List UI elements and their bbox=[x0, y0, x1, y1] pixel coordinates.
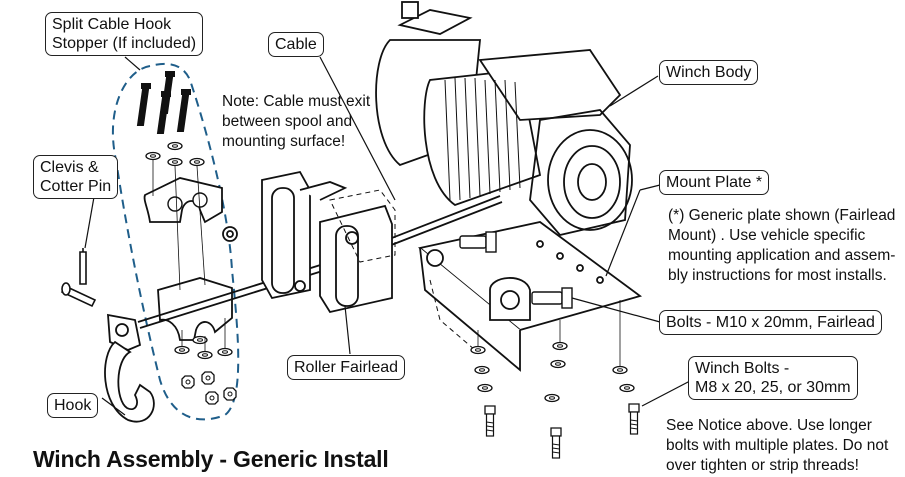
callout-label: Roller Fairlead bbox=[294, 359, 399, 376]
hook-callout: Hook bbox=[47, 393, 99, 418]
leader-lines bbox=[84, 56, 691, 416]
bolts-fairlead-callout: Bolts - M10 x 20mm, Fairlead bbox=[659, 310, 882, 335]
stopper-washers bbox=[145, 141, 205, 167]
roller-fairlead-callout: Roller Fairlead bbox=[287, 355, 406, 380]
note-line: bly instructions for most installs. bbox=[668, 267, 887, 284]
roller-fairlead-part bbox=[222, 170, 393, 314]
note-line: bolts with multiple plates. Do not bbox=[666, 437, 889, 454]
cable-callout: Cable bbox=[268, 32, 324, 57]
plate-dashed-outline bbox=[429, 279, 476, 351]
bolt-note: See Notice above. Use longer bolts with … bbox=[666, 416, 888, 476]
mount-plate-part bbox=[417, 221, 643, 372]
winch-bolts-callout: Winch Bolts - M8 x 20, 25, or 30mm bbox=[688, 356, 858, 400]
note-line: (*) Generic plate shown (Fairlead bbox=[668, 207, 896, 224]
callout-label: Cable bbox=[275, 36, 317, 53]
note-line: Note: Cable must exit bbox=[222, 93, 371, 110]
mount-plate-callout: Mount Plate * bbox=[659, 170, 770, 195]
note-line: mounting application and assem- bbox=[668, 247, 896, 264]
callout-label: Mount Plate * bbox=[666, 174, 763, 191]
clevis-callout: Clevis & Cotter Pin bbox=[33, 155, 119, 199]
note-line: Mount) . Use vehicle specific bbox=[668, 227, 866, 244]
stopper-nuts bbox=[181, 371, 237, 405]
stopper-group-outline bbox=[111, 62, 240, 421]
fairlead-bolts bbox=[459, 231, 573, 309]
stopper-lower-half bbox=[157, 277, 233, 341]
note-line: between spool and bbox=[222, 113, 353, 130]
winch-body-callout: Winch Body bbox=[659, 60, 759, 85]
stopper-screws bbox=[136, 71, 191, 134]
note-line: See Notice above. Use longer bbox=[666, 417, 872, 434]
callout-line: M8 x 20, 25, or 30mm bbox=[695, 379, 851, 396]
callout-line: Winch Bolts - bbox=[695, 360, 790, 377]
plate-note: (*) Generic plate shown (Fairlead Mount)… bbox=[668, 206, 895, 286]
callout-label: Hook bbox=[54, 397, 92, 414]
diagram-title: Winch Assembly - Generic Install bbox=[33, 446, 389, 472]
callout-label: Bolts - M10 x 20mm, Fairlead bbox=[666, 314, 875, 331]
callout-line: Clevis & bbox=[40, 159, 99, 176]
stopper-upper-half bbox=[143, 177, 223, 224]
clevis-pin bbox=[60, 248, 97, 308]
hook-part bbox=[104, 313, 155, 423]
note-line: mounting surface! bbox=[222, 133, 346, 150]
callout-label: Winch Body bbox=[666, 64, 752, 81]
stopper-guide-lines bbox=[152, 160, 226, 351]
callout-line: Stopper (If included) bbox=[52, 35, 197, 52]
cable-note: Note: Cable must exit between spool and … bbox=[222, 92, 370, 152]
winch-body-part bbox=[375, 1, 633, 236]
note-line: over tighten or strip threads! bbox=[666, 457, 859, 474]
callout-line: Cotter Pin bbox=[40, 178, 112, 195]
split-hook-stopper-callout: Split Cable Hook Stopper (If included) bbox=[45, 12, 203, 56]
winch-bolts-hardware bbox=[470, 341, 640, 459]
callout-line: Split Cable Hook bbox=[52, 16, 172, 33]
